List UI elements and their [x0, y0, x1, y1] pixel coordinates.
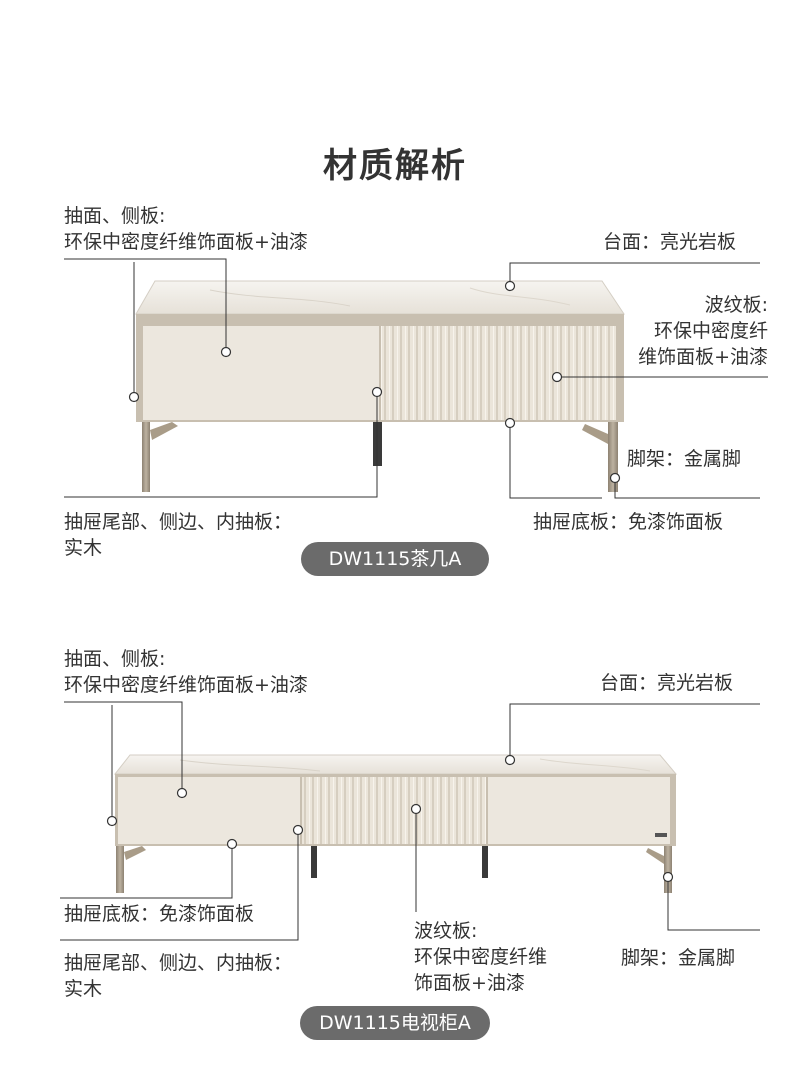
tv-cabinet-illustration [113, 754, 678, 893]
a-wave-label-line1: 波纹板: [704, 294, 768, 316]
a-top-label: 台面：亮光岩板 [603, 231, 737, 253]
b-wave-label-line2: 环保中密度纤维 [414, 946, 548, 968]
tv-cabinet-right-drawer [488, 777, 670, 844]
tv-cabinet-leg-left [116, 846, 124, 893]
coffee-table-illustration [135, 280, 625, 492]
b-drawer-tail-label-line2: 实木 [64, 978, 103, 1000]
page-title: 材质解析 [323, 146, 467, 186]
a-wave-label-line2: 环保中密度纤 [653, 320, 768, 342]
b-drawer-face-label-line2: 环保中密度纤维饰面板+油漆 [64, 674, 308, 696]
a-drawer-bottom-label: 抽屉底板：免漆饰面板 [533, 511, 724, 533]
section-a-callouts [64, 258, 768, 499]
b-drawer-tail-label: 抽屉尾部、侧边、内抽板： 实木 [64, 950, 292, 1002]
section-b-markers [106, 754, 674, 883]
b-model-badge: DW1115电视柜A [300, 1006, 490, 1040]
coffee-table-left-drawer [143, 326, 379, 420]
tv-cabinet-left-drawer [118, 777, 300, 844]
section-a-markers [128, 280, 621, 484]
a-wave-label: 波纹板: 环保中密度纤 维饰面板+油漆 [638, 292, 768, 370]
b-drawer-bottom-label: 抽屉底板：免漆饰面板 [64, 903, 255, 925]
b-leg-label: 脚架：金属脚 [621, 947, 736, 969]
a-wave-label-line3: 维饰面板+油漆 [638, 346, 768, 368]
a-drawer-tail-label-line1: 抽屉尾部、侧边、内抽板： [64, 511, 293, 533]
b-wave-label: 波纹板: 环保中密度纤维 饰面板+油漆 [414, 918, 547, 996]
tv-cabinet-wave-panel [302, 777, 486, 844]
b-wave-label-line3: 饰面板+油漆 [414, 972, 525, 994]
a-drawer-tail-label-line2: 实木 [64, 537, 103, 559]
a-model-badge: DW1115茶几A [301, 542, 489, 576]
a-drawer-face-label-line1: 抽面、侧板: [64, 205, 166, 227]
coffee-table-stone-top [135, 280, 625, 315]
b-drawer-tail-label-line1: 抽屉尾部、侧边、内抽板： [64, 952, 293, 974]
a-drawer-face-label: 抽面、侧板: 环保中密度纤维饰面板+油漆 [64, 203, 308, 255]
a-drawer-tail-label: 抽屉尾部、侧边、内抽板： 实木 [64, 509, 292, 561]
a-drawer-face-label-line2: 环保中密度纤维饰面板+油漆 [64, 231, 308, 253]
coffee-table-wave-panel [381, 326, 616, 420]
coffee-table-leg-left [142, 422, 150, 492]
b-top-label: 台面：亮光岩板 [600, 672, 734, 694]
section-b-callouts [60, 701, 760, 941]
b-wave-label-line1: 波纹板: [414, 920, 478, 942]
b-drawer-face-label-line1: 抽面、侧板: [64, 648, 166, 670]
b-drawer-face-label: 抽面、侧板: 环保中密度纤维饰面板+油漆 [64, 646, 308, 698]
a-leg-label: 脚架：金属脚 [627, 448, 742, 470]
